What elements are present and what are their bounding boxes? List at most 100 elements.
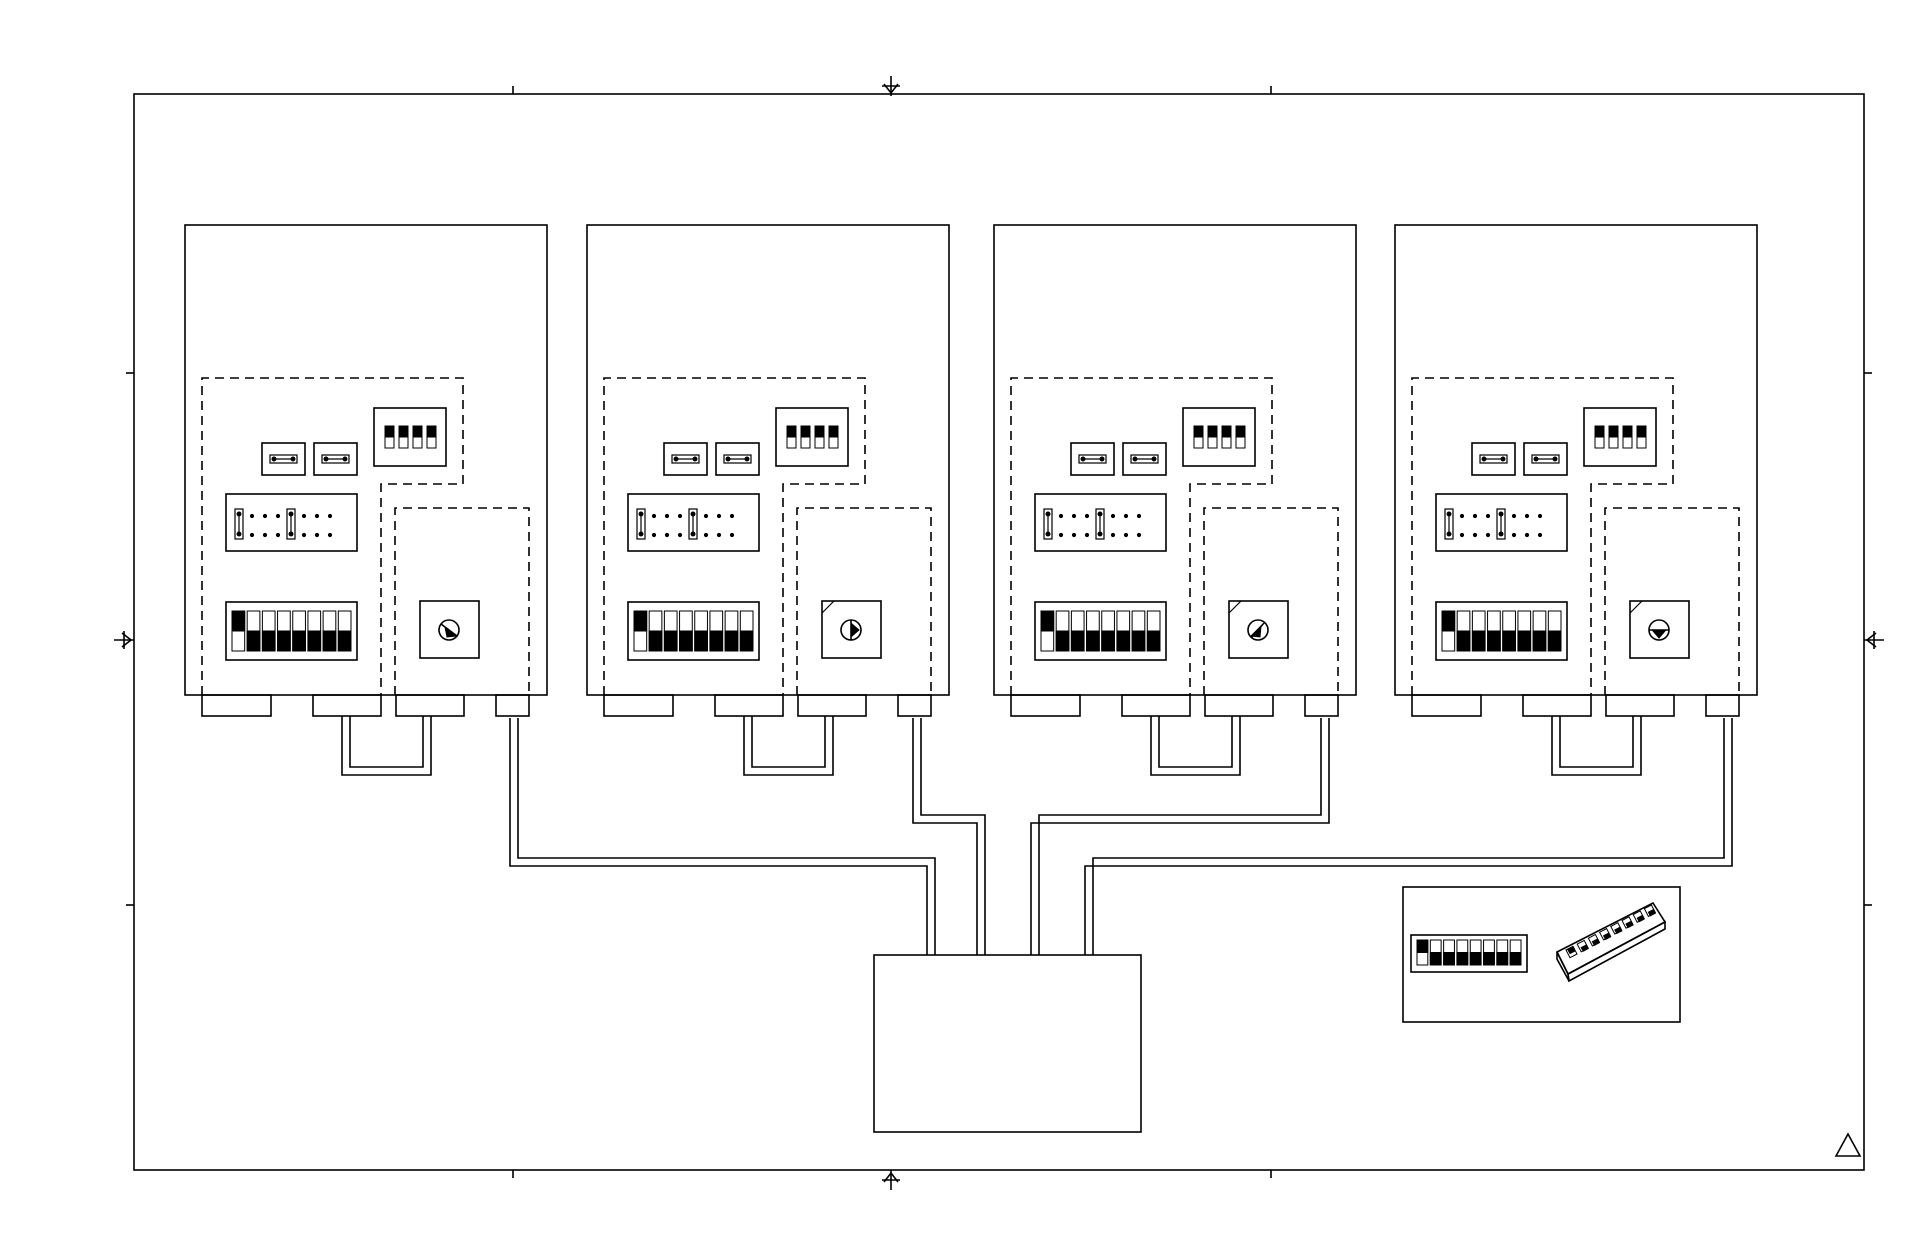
connector-port	[1010, 694, 1081, 717]
header-pin	[1446, 511, 1452, 517]
controller-unit	[586, 224, 950, 776]
header-pin	[677, 532, 683, 538]
dip-lever	[231, 610, 246, 632]
header-pin	[664, 513, 670, 519]
header-pin	[236, 511, 242, 517]
iso-dip-lever	[1614, 926, 1623, 935]
header-pin	[1459, 532, 1465, 538]
jumper-header	[225, 493, 358, 552]
dip-lever	[246, 630, 261, 652]
connector-port	[797, 694, 867, 717]
legend-dip-body	[1410, 934, 1528, 973]
header-pin	[1498, 531, 1504, 537]
header-pin	[1524, 513, 1530, 519]
dip-lever	[1221, 425, 1232, 438]
header-pin	[236, 531, 242, 537]
header-pin	[1058, 532, 1064, 538]
dip-lever	[1496, 952, 1509, 966]
board-outline-dashed	[201, 377, 464, 695]
header-pin	[262, 532, 268, 538]
dip-lever	[828, 425, 839, 438]
jumper-housing	[1531, 454, 1560, 464]
header-pin	[651, 513, 657, 519]
header-pin	[1537, 513, 1543, 519]
dip-switch-4-group	[373, 407, 447, 467]
jumper-pin	[1099, 456, 1105, 462]
dip-lever	[1146, 630, 1161, 652]
warning-triangle-icon	[1834, 1132, 1862, 1157]
jumper-housing	[269, 454, 298, 464]
header-pin	[1485, 513, 1491, 519]
connector-port	[312, 694, 382, 717]
jumper-shunt	[1496, 508, 1506, 540]
header-pin	[1511, 513, 1517, 519]
connector-port	[1411, 694, 1482, 717]
dip-switch-legend	[1402, 886, 1681, 1023]
header-pin	[703, 532, 709, 538]
dip-switch-8-body	[225, 601, 358, 661]
header-pin	[275, 513, 281, 519]
rotary-switch-housing	[1629, 600, 1690, 659]
header-pin	[1136, 513, 1142, 519]
jumper-pin	[290, 456, 296, 462]
central-hub-box	[873, 954, 1142, 1133]
iso-dip-lever	[1580, 944, 1589, 952]
dip-lever	[1483, 952, 1495, 966]
dip-lever	[1116, 630, 1131, 652]
drawing-frame	[133, 93, 1865, 1171]
dip-lever	[786, 425, 797, 438]
header-pin	[1136, 532, 1142, 538]
jumper-pin	[1552, 456, 1558, 462]
jumper-housing	[321, 454, 350, 464]
header-pin	[716, 513, 722, 519]
connector-port	[1121, 694, 1191, 717]
dip-switch-4-group	[1182, 407, 1256, 467]
header-pin	[1110, 532, 1116, 538]
dip-lever	[412, 425, 423, 438]
dip-lever	[1487, 630, 1501, 652]
dip-lever	[426, 425, 437, 438]
header-pin	[1123, 532, 1129, 538]
header-pin	[1123, 513, 1129, 519]
jumper-pin	[1151, 456, 1157, 462]
dip-lever	[1441, 610, 1456, 632]
dip-lever	[307, 630, 322, 652]
jumper-block	[261, 442, 306, 476]
header-pin	[1485, 532, 1491, 538]
connector-port	[395, 694, 465, 717]
jumper-pin	[744, 456, 750, 462]
rotary-compartment-dashed	[796, 507, 932, 695]
dip-switch-4	[1583, 407, 1657, 467]
frame-ticks	[126, 86, 1872, 1178]
legend-box	[1402, 886, 1681, 1023]
loopback-cable-inner	[349, 716, 424, 768]
header-pin	[1071, 513, 1077, 519]
dip-lever	[1456, 630, 1471, 652]
jumper-pin	[1080, 456, 1086, 462]
loopback-cable-inner	[1158, 716, 1233, 768]
jumper-shunt	[636, 508, 646, 540]
registration-mark-bottom	[882, 1170, 900, 1190]
header-pin	[1537, 532, 1543, 538]
header-pin	[664, 532, 670, 538]
dip-switch-8	[1034, 601, 1167, 661]
header-pin	[638, 511, 644, 517]
dip-switch-4	[775, 407, 849, 467]
dip-lever	[1429, 952, 1442, 966]
jumper-block	[1523, 442, 1568, 476]
header-pin	[249, 513, 255, 519]
dip-lever	[1101, 630, 1115, 652]
dip-switch-8-body	[1034, 601, 1167, 661]
rotary-index-mark	[1629, 600, 1643, 614]
dip-lever	[1517, 630, 1532, 652]
dip-lever	[663, 630, 678, 652]
dip-lever	[709, 630, 724, 652]
header-pin	[288, 511, 294, 517]
header-pin	[1511, 532, 1517, 538]
controller-units	[184, 224, 1758, 776]
registration-mark-top	[882, 76, 900, 96]
header-pin	[1058, 513, 1064, 519]
dip-switch-8	[1435, 601, 1568, 661]
header-pin	[1446, 531, 1452, 537]
